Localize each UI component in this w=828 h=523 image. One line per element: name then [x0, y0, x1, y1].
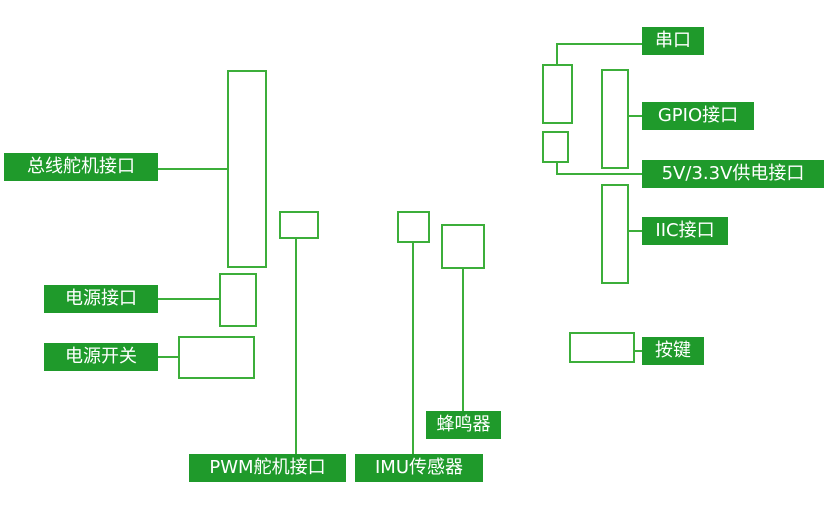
power-supply-leader [556, 162, 642, 175]
iic-port-box [601, 184, 629, 284]
power-port-box [219, 273, 257, 327]
button-box [569, 332, 635, 363]
imu-sensor-box [397, 211, 430, 243]
bus-servo-port-box [227, 70, 267, 268]
buzzer-box [441, 224, 485, 269]
power-switch-label: 电源开关 [44, 343, 158, 371]
bus-servo-port-label: 总线舵机接口 [4, 153, 158, 181]
iic-port-label: IIC接口 [642, 217, 728, 245]
imu-sensor-label: IMU传感器 [355, 454, 483, 482]
power-supply-port-label: 5V/3.3V供电接口 [642, 160, 824, 188]
buzzer-label: 蜂鸣器 [426, 411, 501, 439]
gpio-port-label: GPIO接口 [642, 102, 754, 130]
pwm-servo-port-label: PWM舵机接口 [189, 454, 346, 482]
serial-leader [556, 43, 642, 66]
pwm-servo-port-box [279, 211, 319, 239]
power-switch-box [178, 336, 255, 379]
serial-port-label: 串口 [642, 27, 704, 55]
button-label: 按键 [642, 337, 704, 365]
power-port-label: 电源接口 [44, 285, 158, 313]
serial-port-box [542, 64, 573, 124]
power-supply-port-box [542, 131, 569, 163]
gpio-port-box [601, 69, 629, 169]
